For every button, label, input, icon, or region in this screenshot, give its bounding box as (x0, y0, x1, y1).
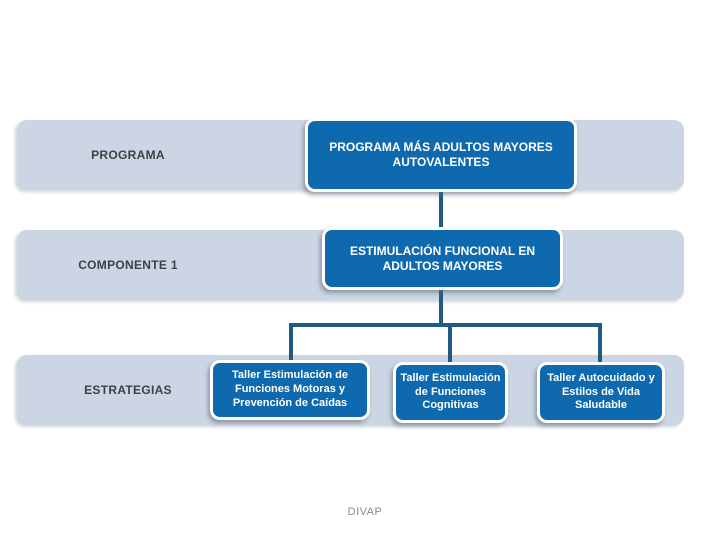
footer-divap: DIVAP (347, 506, 383, 518)
node-programa: PROGRAMA MÁS ADULTOS MAYORES AUTOVALENTE… (305, 118, 577, 192)
connector-drop-taller-autocuidado (598, 323, 602, 364)
row-label-estrategias: ESTRATEGIAS (84, 383, 172, 397)
row-label-programa: PROGRAMA (91, 148, 165, 162)
connector-programa-to-componente (439, 192, 443, 228)
node-componente: ESTIMULACIÓN FUNCIONAL EN ADULTOS MAYORE… (322, 227, 563, 290)
connector-componente-to-branch (439, 290, 443, 327)
row-label-componente: COMPONENTE 1 (78, 258, 178, 272)
node-taller-motoras: Taller Estimulación de Funciones Motoras… (210, 360, 370, 420)
node-taller-autocuidado: Taller Autocuidado y Estilos de Vida Sal… (537, 362, 665, 423)
connector-branch-horizontal (289, 323, 602, 327)
connector-drop-taller-cognitivas (448, 323, 452, 364)
connector-drop-taller-motoras (289, 323, 293, 362)
node-taller-cognitivas: Taller Estimulación de Funciones Cogniti… (393, 362, 508, 423)
